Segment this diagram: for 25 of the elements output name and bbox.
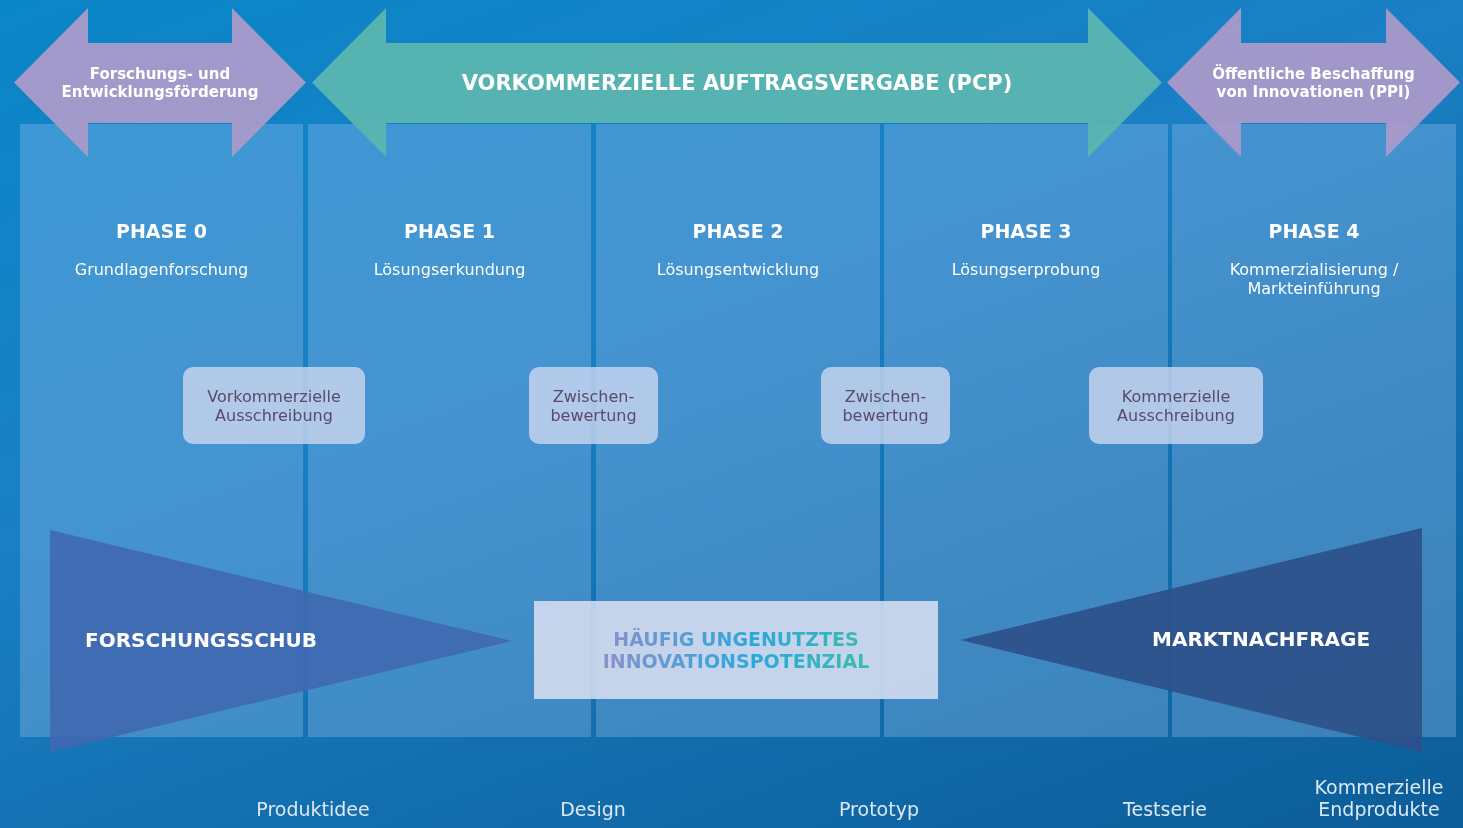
stage-label: Design — [559, 798, 627, 820]
phase-description: Lösungserprobung — [950, 260, 1102, 279]
phase-heading: PHASE 3 — [979, 220, 1073, 242]
highlight-box — [534, 601, 938, 699]
phase-heading: PHASE 0 — [115, 220, 208, 242]
milestone-tag: Vorkommerzielle Ausschreibung — [183, 367, 365, 444]
arrow-label: Forschungs- und Entwicklungsförderung — [60, 64, 260, 101]
stage-label: Prototyp — [838, 798, 920, 820]
triangle-label: MARKTNACHFRAGE — [1152, 627, 1371, 651]
phase-description: Grundlagenforschung — [73, 260, 250, 279]
phase-heading: PHASE 2 — [691, 220, 785, 242]
arrow-label: Öffentliche Beschaffung von Innovationen (PPI) — [1211, 64, 1416, 101]
phase-heading: PHASE 4 — [1267, 220, 1361, 242]
stage-label: Produktidee — [255, 798, 371, 820]
arrow-label: VORKOMMERZIELLE AUFTRAGSVERGABE (PCP) — [460, 70, 1014, 95]
stage-label: Testserie — [1122, 798, 1208, 820]
phase-description: Kommerzialisierung / Markteinführung — [1228, 260, 1400, 298]
milestone-tag: Zwischen- bewertung — [821, 367, 950, 444]
phase-description: Lösungsentwicklung — [655, 260, 821, 279]
milestone-tag: Zwischen- bewertung — [529, 367, 658, 444]
phase-heading: PHASE 1 — [403, 220, 496, 242]
triangle-label: FORSCHUNGSSCHUB — [85, 628, 318, 652]
phase-description: Lösungserkundung — [372, 260, 527, 279]
stage-label: Kommerzielle Endprodukte — [1313, 776, 1445, 820]
milestone-tag: Kommerzielle Ausschreibung — [1089, 367, 1263, 444]
